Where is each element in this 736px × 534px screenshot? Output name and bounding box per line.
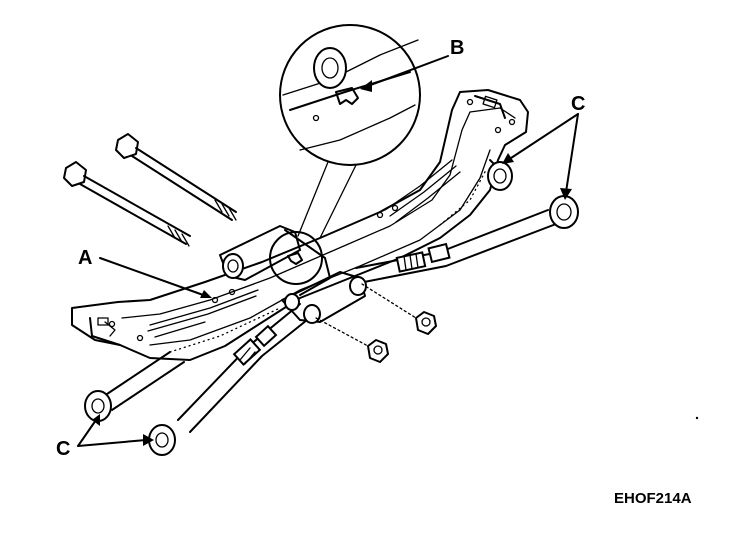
nut-upper xyxy=(361,283,437,335)
callout-leaders xyxy=(77,55,579,447)
callout-label-c-upper: C xyxy=(571,93,585,115)
link-pivot-bracket xyxy=(281,271,367,324)
callout-label-c-lower: C xyxy=(56,438,70,460)
callout-label-b: B xyxy=(450,37,464,59)
lateral-link-rear-right xyxy=(487,159,513,191)
figure-code: EHOF214A xyxy=(614,490,692,507)
callout-label-a: A xyxy=(78,247,92,269)
stray-dot xyxy=(695,416,699,420)
lateral-link-lower-left xyxy=(148,303,313,456)
nut-lower xyxy=(315,317,389,363)
detail-location-circle xyxy=(269,231,323,285)
detail-magnifier xyxy=(279,24,421,239)
bushing-bracket xyxy=(219,225,331,296)
lateral-link-upper-right xyxy=(355,195,579,283)
lateral-link-front-left xyxy=(84,351,185,422)
mounting-bolt-lower xyxy=(63,161,191,247)
mounting-bolt-upper xyxy=(115,133,237,221)
crossmember xyxy=(71,89,529,361)
